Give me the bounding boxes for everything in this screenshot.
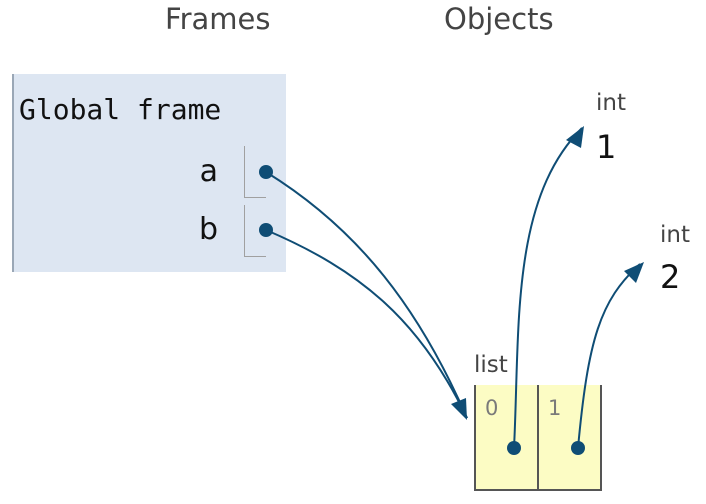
list-index-0-label: 0 [485,396,499,420]
list-cell-divider [537,385,539,491]
objects-header: Objects [444,2,554,36]
pointer-b-to-list [265,229,468,419]
pointer-a-to-list [265,171,468,419]
variable-a-name: a [199,154,218,189]
int-one-type-label: int [596,90,626,116]
global-frame-title: Global frame [19,93,222,126]
arrowhead-to-int-one [566,126,584,148]
arrowhead-into-list [451,398,467,420]
frames-header: Frames [165,2,271,36]
list-cell-1-dot [571,441,585,455]
int-two-type-label: int [660,222,690,248]
variable-a-slot [244,146,266,198]
list-type-label: list [474,352,508,378]
pointer-list1-to-int-two [577,263,641,449]
list-right-border [600,385,602,491]
list-index-1-label: 1 [548,396,562,420]
variable-b-slot [244,205,266,257]
variable-b-name: b [198,212,218,247]
pointer-a-dot [259,165,273,179]
list-cell-0-dot [507,441,521,455]
global-frame [12,74,286,272]
int-one-value: 1 [596,128,617,166]
pointer-list0-to-int-one [513,127,583,449]
arrowhead-to-int-two [624,262,644,283]
int-two-value: 2 [660,258,681,296]
pointer-b-dot [259,223,273,237]
